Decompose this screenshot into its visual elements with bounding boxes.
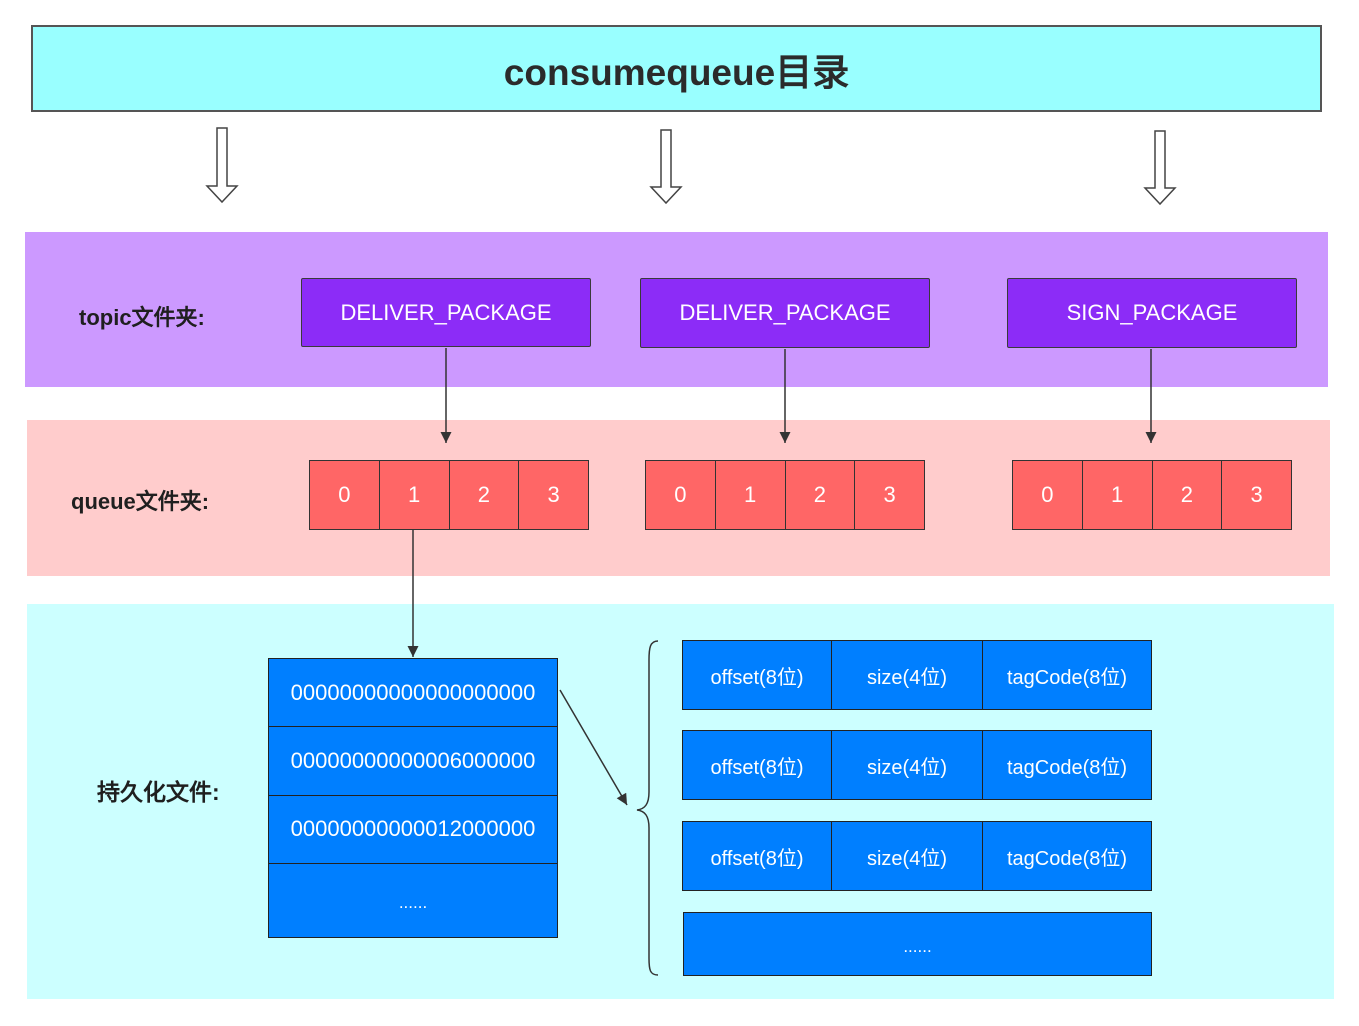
topic-folder-box: DELIVER_PACKAGE [301,278,591,347]
queue-group: 0 1 2 3 [309,460,589,530]
page-title: consumequeue目录 [503,51,850,93]
queue-cell: 0 [646,461,715,529]
entry-size-field: size(4位) [831,731,982,799]
file-name-cell: 00000000000012000000 [269,794,557,863]
topic-folder-box: DELIVER_PACKAGE [640,278,930,348]
entry-offset-field: offset(8位) [683,641,831,709]
topic-folder-label: topic文件夹: [79,305,205,330]
file-name-cell: 00000000000000000000 [269,659,557,727]
hollow-down-arrow-icon [205,127,239,204]
topic-folder-box: SIGN_PACKAGE [1007,278,1297,348]
entry-size-field: size(4位) [831,641,982,709]
queue-cell: 1 [1081,461,1152,529]
queue-cell: 0 [310,461,379,529]
queue-cell: 3 [1221,461,1291,529]
queue-cell: 1 [714,461,785,529]
file-list: 00000000000000000000 0000000000000600000… [268,658,558,938]
hollow-down-arrow-icon [649,129,683,205]
index-entry-row: offset(8位) size(4位) tagCode(8位) [682,730,1152,800]
entry-tagcode-field: tagCode(8位) [982,641,1151,709]
entry-tagcode-field: tagCode(8位) [982,822,1151,890]
entry-offset-field: offset(8位) [683,731,831,799]
hollow-down-arrow-icon [1143,130,1177,206]
queue-group: 0 1 2 3 [1012,460,1292,530]
file-name-cell: 00000000000006000000 [269,726,557,795]
file-name-ellipsis: ...... [269,862,557,937]
queue-cell: 0 [1013,461,1082,529]
queue-cell: 2 [784,461,855,529]
title-banner: consumequeue目录 [31,25,1322,112]
queue-group: 0 1 2 3 [645,460,925,530]
queue-cell: 2 [448,461,519,529]
queue-cell: 1 [378,461,449,529]
queue-cell: 3 [518,461,588,529]
entry-size-field: size(4位) [831,822,982,890]
queue-cell: 3 [854,461,924,529]
index-entry-ellipsis: ...... [683,912,1152,976]
entry-tagcode-field: tagCode(8位) [982,731,1151,799]
entry-offset-field: offset(8位) [683,822,831,890]
queue-cell: 2 [1151,461,1222,529]
queue-folder-label: queue文件夹: [71,489,210,514]
index-entry-row: offset(8位) size(4位) tagCode(8位) [682,640,1152,710]
index-entry-row: offset(8位) size(4位) tagCode(8位) [682,821,1152,891]
persist-file-label: 持久化文件: [97,779,220,805]
